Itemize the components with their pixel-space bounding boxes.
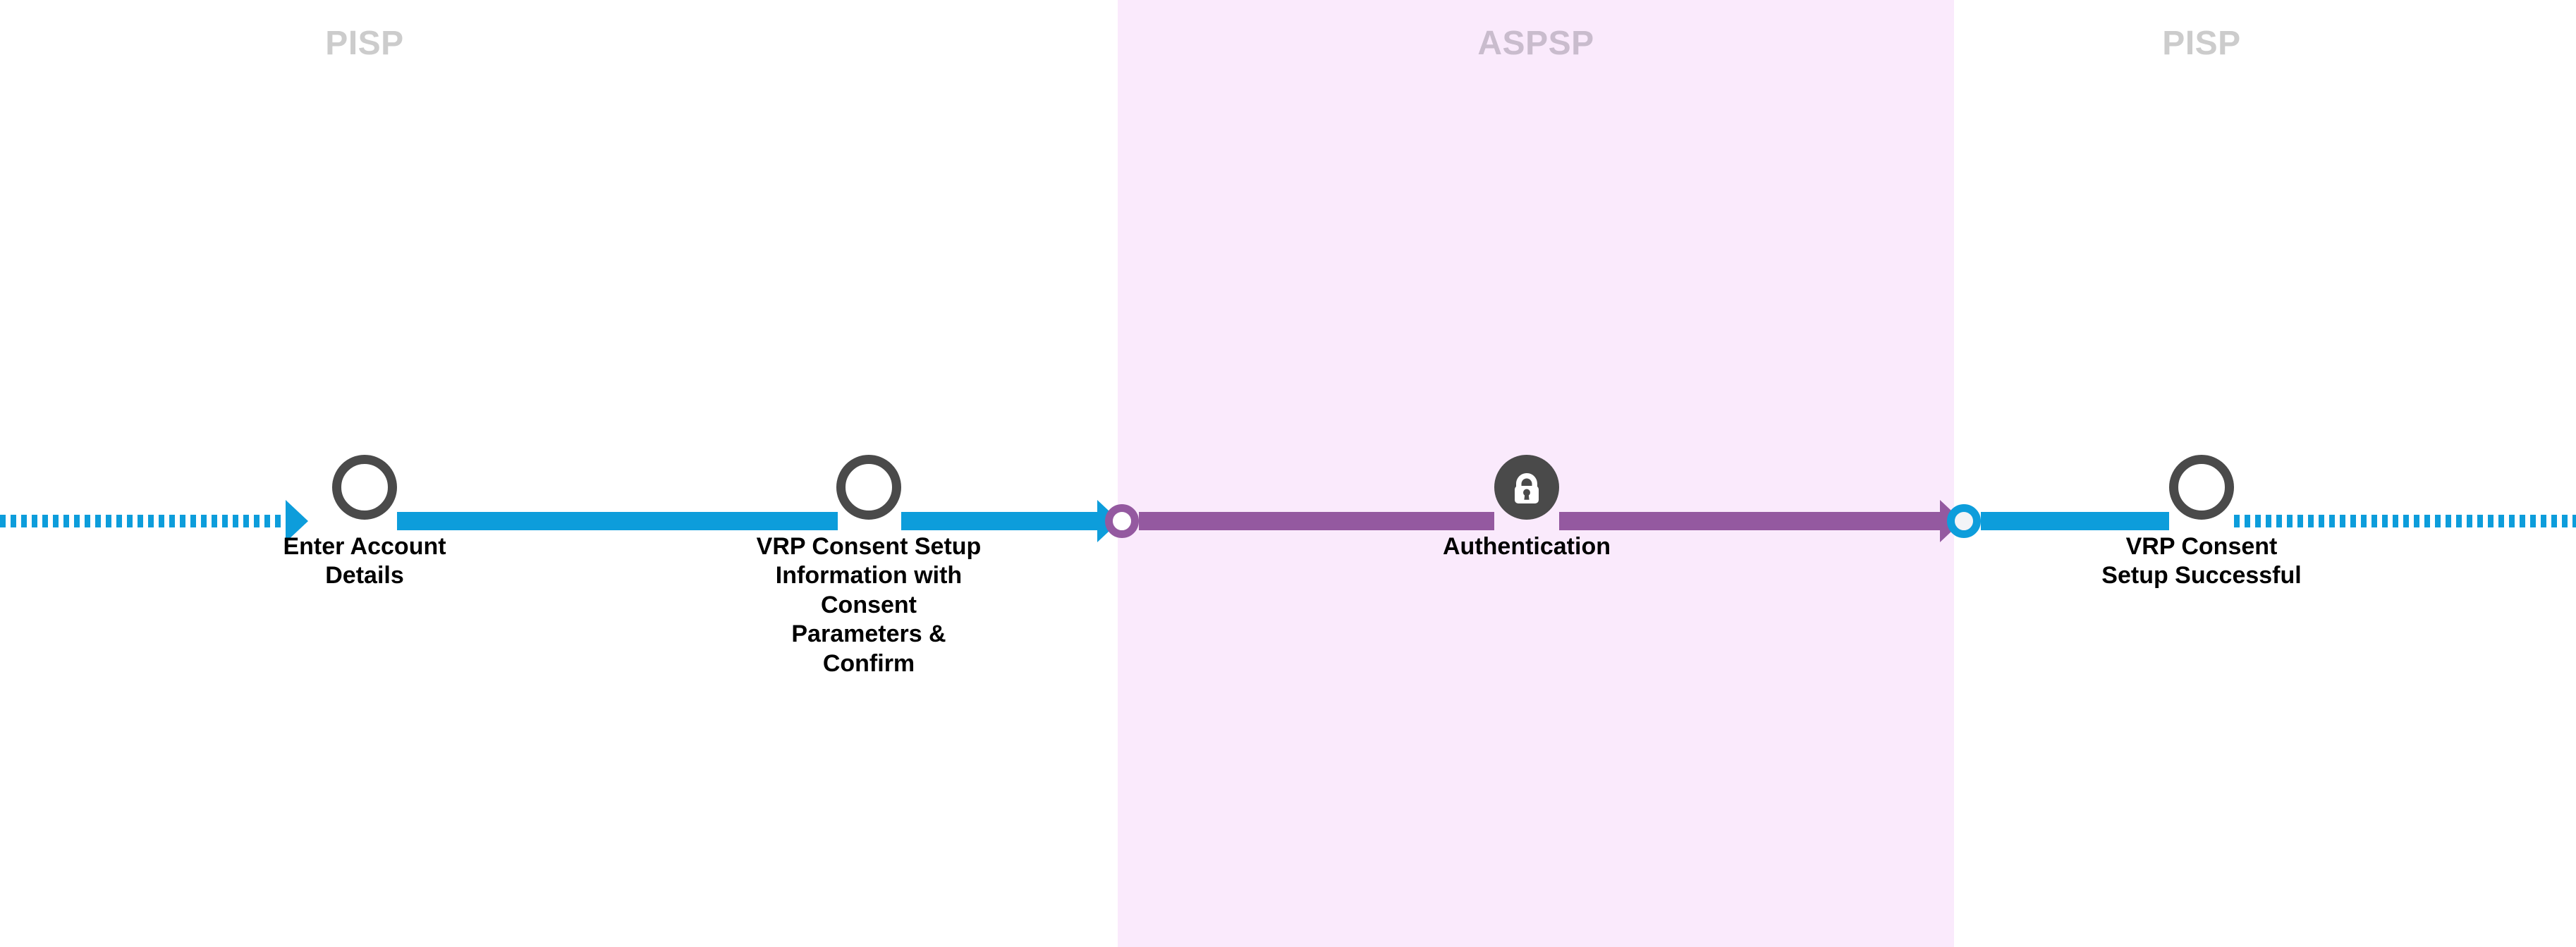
pisp-return-marker[interactable] <box>1947 504 1981 538</box>
step-authentication[interactable]: Authentication <box>1414 455 1640 561</box>
step-label: VRP Consent Setup Information with Conse… <box>756 533 982 677</box>
step-ring-icon <box>836 455 901 520</box>
rail-step2-aspsp <box>901 512 1097 530</box>
arrow-into-step1 <box>286 500 308 542</box>
rail-inbound-dashed <box>0 515 286 527</box>
aspsp-entry-marker[interactable] <box>1105 504 1139 538</box>
step-label: Enter Account Details <box>283 533 446 589</box>
step-label: VRP Consent Setup Successful <box>2101 533 2302 589</box>
step-vrp-consent-setup[interactable]: VRP Consent Setup Information with Conse… <box>756 455 982 678</box>
step-enter-account-details[interactable]: Enter Account Details <box>252 455 477 591</box>
zone-title-pisp-left: PISP <box>325 25 404 62</box>
step-vrp-consent-setup-successful[interactable]: VRP Consent Setup Successful <box>2089 455 2314 591</box>
rail-aspsp-auth <box>1139 512 1494 530</box>
rail-step1-step2 <box>397 512 838 530</box>
rail-return-step4 <box>1981 512 2169 530</box>
lock-icon <box>1494 455 1559 520</box>
step-ring-icon <box>332 455 397 520</box>
step-label: Authentication <box>1443 533 1611 560</box>
zone-title-aspsp: ASPSP <box>1477 25 1594 62</box>
step-ring-icon <box>2169 455 2234 520</box>
rail-auth-return <box>1559 512 1940 530</box>
zone-title-pisp-right: PISP <box>2162 25 2241 62</box>
rail-outbound-dashed <box>2234 515 2576 527</box>
